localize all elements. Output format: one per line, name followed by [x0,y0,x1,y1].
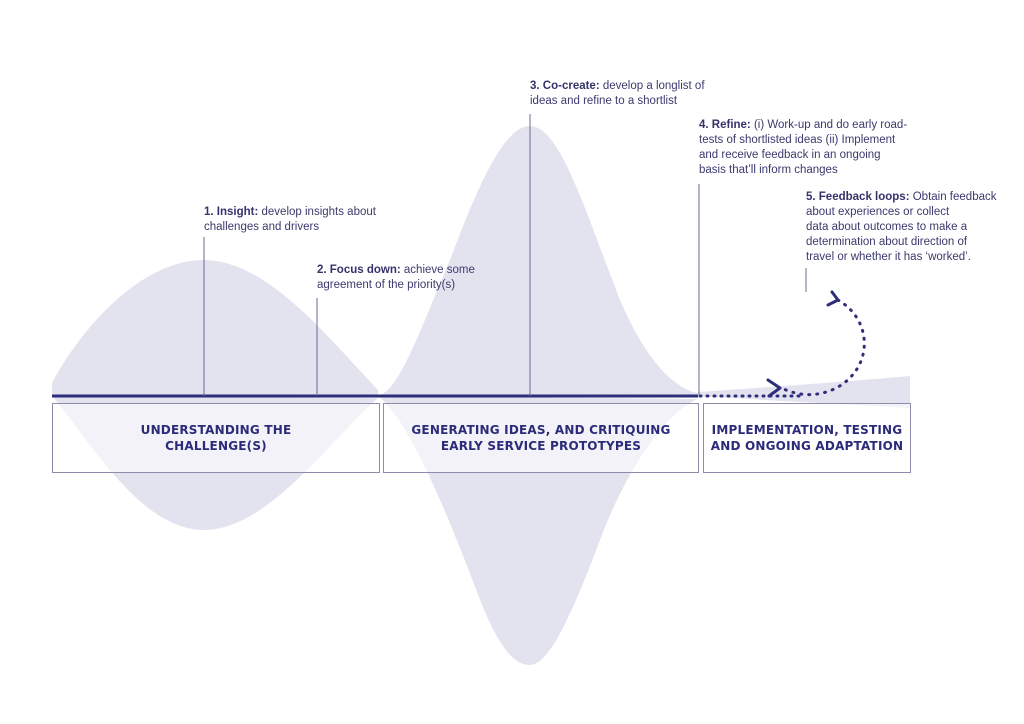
feedback-loop-icon [766,290,866,398]
upper-wave-implementation [698,376,910,396]
annotation-title: 4. Refine: [699,119,751,131]
annotation-body: (i) Work-up and do early road- tests of … [699,119,908,176]
annotation-refine: 4. Refine: (i) Work-up and do early road… [699,118,929,178]
stage-understanding: UNDERSTANDING THE CHALLENGE(S) [52,403,380,473]
annotation-insight: 1. Insight: develop insights about chall… [204,205,404,235]
annotation-focus: 2. Focus down: achieve some agreement of… [317,263,492,293]
annotation-title: 3. Co-create: [530,80,600,92]
stage-label: UNDERSTANDING THE CHALLENGE(S) [140,423,292,453]
annotation-feedback: 5. Feedback loops: Obtain feedback about… [806,190,1016,265]
annotation-title: 2. Focus down: [317,264,401,276]
upper-wave-understanding [52,260,378,396]
annotation-cocreate: 3. Co-create: develop a longlist of idea… [530,79,725,109]
annotation-title: 1. Insight: [204,206,259,218]
annotation-body: develop insights about challenges and dr… [204,206,376,233]
stage-implementation: IMPLEMENTATION, TESTING AND ONGOING ADAP… [703,403,911,473]
stage-generating: GENERATING IDEAS, AND CRITIQUING EARLY S… [383,403,699,473]
upper-wave-generating [378,126,698,396]
annotation-body: Obtain feedback about experiences or col… [806,191,997,263]
stage-label: GENERATING IDEAS, AND CRITIQUING EARLY S… [411,423,671,453]
annotation-body: develop a longlist of ideas and refine t… [530,80,705,107]
stage-label: IMPLEMENTATION, TESTING AND ONGOING ADAP… [710,423,904,453]
annotation-body: achieve some agreement of the priority(s… [317,264,475,291]
annotation-title: 5. Feedback loops: [806,191,910,203]
